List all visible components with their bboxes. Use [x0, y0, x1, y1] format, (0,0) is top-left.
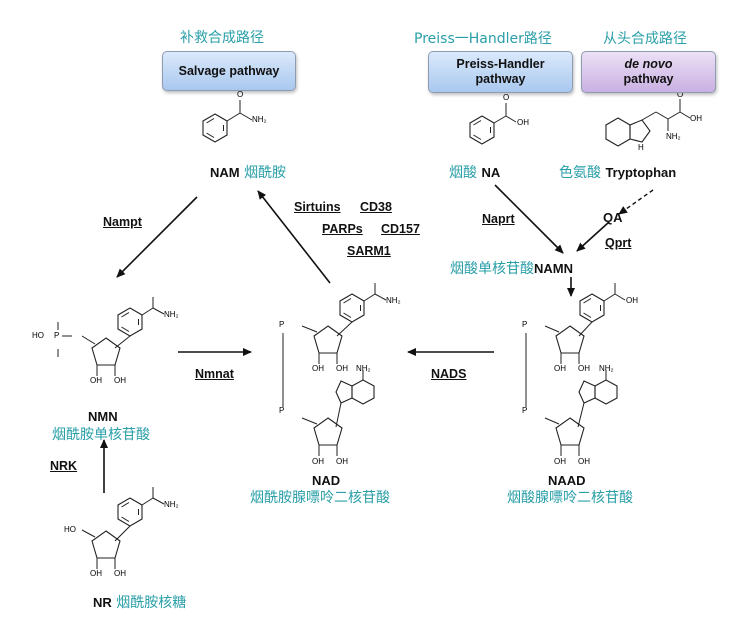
enzyme-sarm1: SARM1	[347, 244, 391, 258]
nmn-nh2-atom: NH₂	[164, 310, 179, 319]
naad-structure	[525, 283, 626, 457]
na-o-atom: O	[503, 93, 510, 102]
trp-o-atom: O	[677, 90, 684, 99]
naad-oh-atom: OH	[626, 296, 638, 305]
nr-label: NR	[93, 595, 112, 610]
preiss-handler-label-line1: Preiss-Handler	[456, 57, 545, 71]
nr-cn-label: 烟酰胺核糖	[116, 595, 187, 611]
enzyme-cd38: CD38	[360, 200, 392, 214]
naad-oh-atom-2: OH	[554, 364, 566, 373]
denovo-label-line2: pathway	[623, 72, 674, 86]
nr-oh-atom: OH	[90, 569, 102, 578]
nr-nh2-atom: NH₂	[164, 500, 179, 509]
tryptophan-label: Tryptophan	[605, 165, 677, 180]
nmn-cn-label: 烟酰胺单核苷酸	[52, 427, 150, 443]
nam-compound-label: NAM 烟酰胺	[210, 162, 286, 182]
enzyme-nads: NADS	[431, 367, 467, 381]
arrow-qa-to-namn	[576, 221, 610, 252]
enzyme-nmnat: Nmnat	[195, 367, 234, 381]
naad-cn-label: 烟酸腺嘌呤二核苷酸	[507, 490, 633, 506]
nmn-p-atom: P	[54, 331, 60, 340]
enzyme-nrk: NRK	[50, 459, 78, 473]
trp-h-atom: H	[638, 143, 644, 152]
preiss-handler-cn-title: Preiss一Handler路径	[414, 31, 552, 47]
nmn-ho-atom: HO	[32, 331, 44, 340]
preiss-handler-pathway-box: Preiss-Handler pathway	[428, 51, 573, 93]
arrow-nam-to-nmn	[116, 196, 198, 278]
nad-p-atom: P	[279, 320, 285, 329]
nad-oh-atom: OH	[312, 364, 324, 373]
trp-nh2-atom: NH₂	[666, 132, 681, 141]
naad-oh-atom-3: OH	[578, 364, 590, 373]
nad-oh-atom-2: OH	[336, 364, 348, 373]
salvage-pathway-box: Salvage pathway	[162, 51, 296, 91]
tryptophan-compound-label: 色氨酸 Tryptophan	[559, 162, 676, 182]
arrow-trp-to-qa	[618, 189, 654, 215]
tryptophan-cn-label: 色氨酸	[559, 165, 601, 181]
arrow-na-to-namn	[494, 184, 564, 254]
nmn-oh-atom-2: OH	[114, 376, 126, 385]
nam-o-atom: O	[237, 90, 244, 99]
nr-ho-atom: HO	[64, 525, 76, 534]
nad-oh-atom-3: OH	[312, 457, 324, 466]
enzyme-qprt: Qprt	[605, 236, 632, 250]
nmn-oh-atom: OH	[90, 376, 102, 385]
nad-structure	[282, 283, 387, 457]
naad-p-atom: P	[522, 320, 528, 329]
nad-label: NAD	[312, 473, 341, 488]
denovo-pathway-box: de novo pathway	[581, 51, 716, 93]
na-label: NA	[481, 165, 501, 180]
naad-oh-atom-5: OH	[578, 457, 590, 466]
enzyme-parps: PARPs	[322, 222, 363, 236]
naad-label: NAAD	[548, 473, 586, 488]
enzyme-nampt: Nampt	[103, 215, 142, 229]
nad-p-atom-2: P	[279, 406, 285, 415]
nam-cn-label: 烟酰胺	[244, 165, 287, 181]
namn-compound-label: 烟酸单核苷酸NAMN	[450, 258, 573, 278]
naad-adenine-nh2-atom: NH₂	[599, 364, 614, 373]
naad-oh-atom-4: OH	[554, 457, 566, 466]
preiss-handler-label-line2: pathway	[475, 72, 526, 86]
salvage-pathway-cn-title: 补救合成路径	[180, 30, 264, 46]
nmn-structure	[57, 297, 165, 377]
denovo-label-line1: de novo	[624, 57, 673, 71]
nr-oh-atom-2: OH	[114, 569, 126, 578]
nam-nh2-atom: NH₂	[252, 115, 267, 124]
enzyme-naprt: Naprt	[482, 212, 515, 226]
arrow-nad-to-nam	[257, 190, 331, 284]
nmn-label: NMN	[88, 409, 118, 424]
na-cn-label: 烟酸	[449, 165, 477, 181]
nad-adenine-nh2-atom: NH₂	[356, 364, 371, 373]
denovo-cn-title: 从头合成路径	[603, 31, 687, 47]
nr-compound-label: NR 烟酰胺核糖	[93, 592, 186, 612]
na-structure	[469, 103, 517, 145]
trp-oh-atom: OH	[690, 114, 702, 123]
na-oh-atom: OH	[517, 118, 529, 127]
enzyme-cd157: CD157	[381, 222, 420, 236]
nam-structure	[202, 100, 253, 143]
namn-cn-label: 烟酸单核苷酸	[450, 261, 534, 277]
na-compound-label: 烟酸 NA	[449, 162, 500, 182]
salvage-pathway-label: Salvage pathway	[178, 63, 280, 78]
nad-oh-atom-4: OH	[336, 457, 348, 466]
naad-p-atom-2: P	[522, 406, 528, 415]
nam-label: NAM	[210, 165, 240, 180]
qa-label: QA	[603, 210, 623, 225]
nr-structure	[81, 487, 165, 570]
enzyme-sirtuins: Sirtuins	[294, 200, 341, 214]
tryptophan-structure	[605, 99, 691, 147]
nad-nh2-atom: NH₂	[386, 296, 401, 305]
nad-cn-label: 烟酰胺腺嘌呤二核苷酸	[250, 490, 390, 506]
namn-label: NAMN	[534, 261, 573, 276]
